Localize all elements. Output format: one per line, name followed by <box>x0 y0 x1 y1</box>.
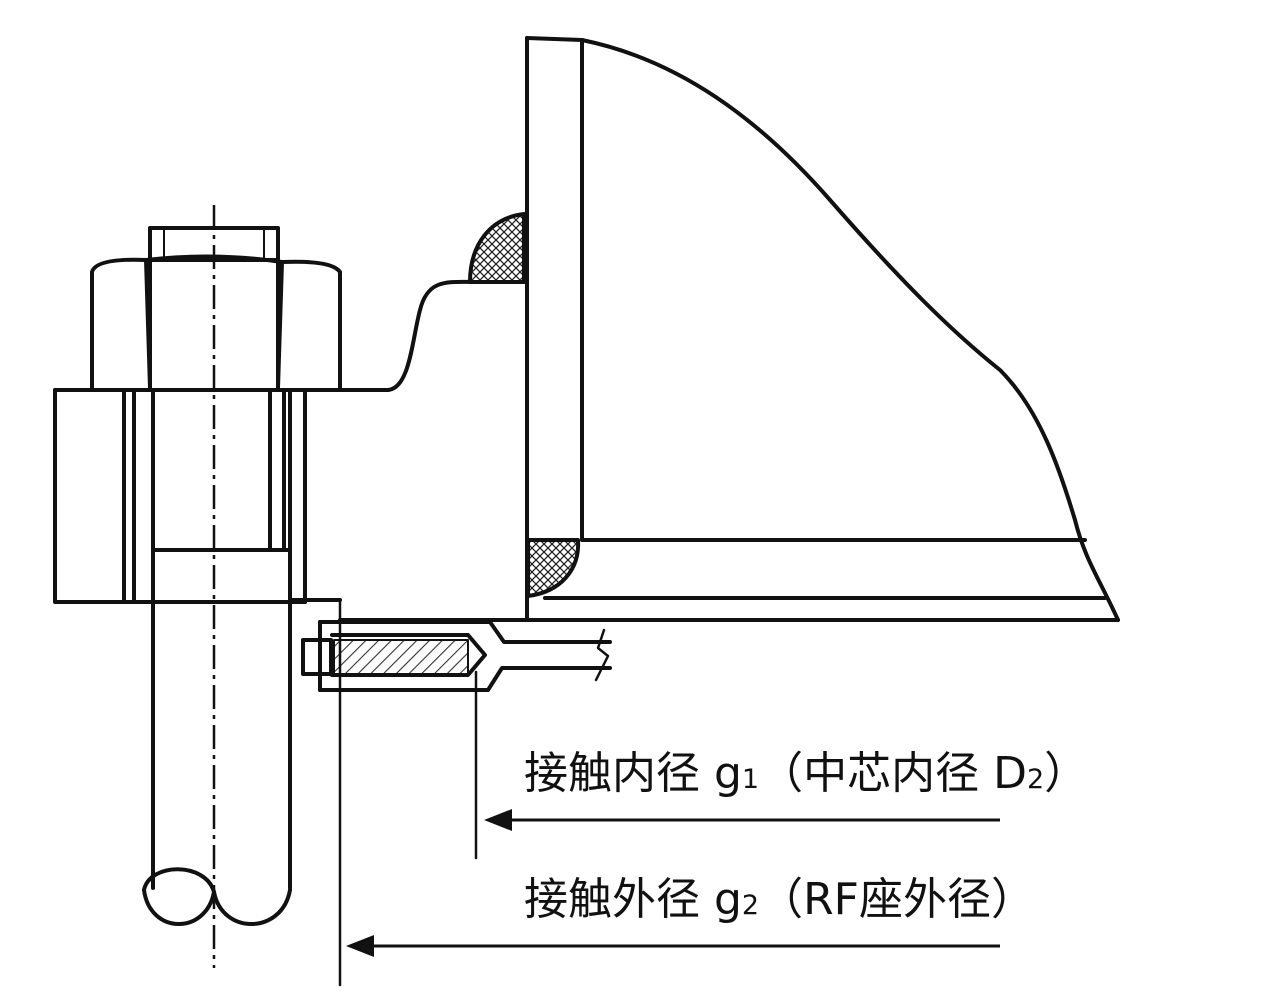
weld-top <box>468 212 526 284</box>
inner-diameter-text: 接触内径 g <box>524 748 742 799</box>
washer <box>53 388 390 604</box>
bolt-shank <box>142 390 292 926</box>
core-diameter-subscript: 2 <box>1026 764 1045 795</box>
inner-diameter-label: 接触内径 g1（中芯内径 D2） <box>524 752 1088 796</box>
vessel-shell <box>338 36 1120 622</box>
hex-nut <box>90 226 342 390</box>
outer-diameter-subscript: 2 <box>741 890 760 921</box>
core-diameter-text: （中芯内径 D <box>759 748 1027 799</box>
outer-diameter-label: 接触外径 g2（RF座外径） <box>524 878 1035 922</box>
gasket <box>301 620 612 692</box>
outer-diameter-text: 接触外径 g <box>524 874 742 925</box>
flange-hub <box>288 279 522 604</box>
weld-bottom <box>526 538 581 598</box>
rf-seat-diameter-text: （RF座外径） <box>759 874 1035 925</box>
inner-diameter-subscript: 1 <box>741 764 760 795</box>
outer-diameter-arrow <box>346 935 1000 957</box>
inner-diameter-arrow <box>484 809 1000 831</box>
core-diameter-close: ） <box>1044 748 1089 799</box>
